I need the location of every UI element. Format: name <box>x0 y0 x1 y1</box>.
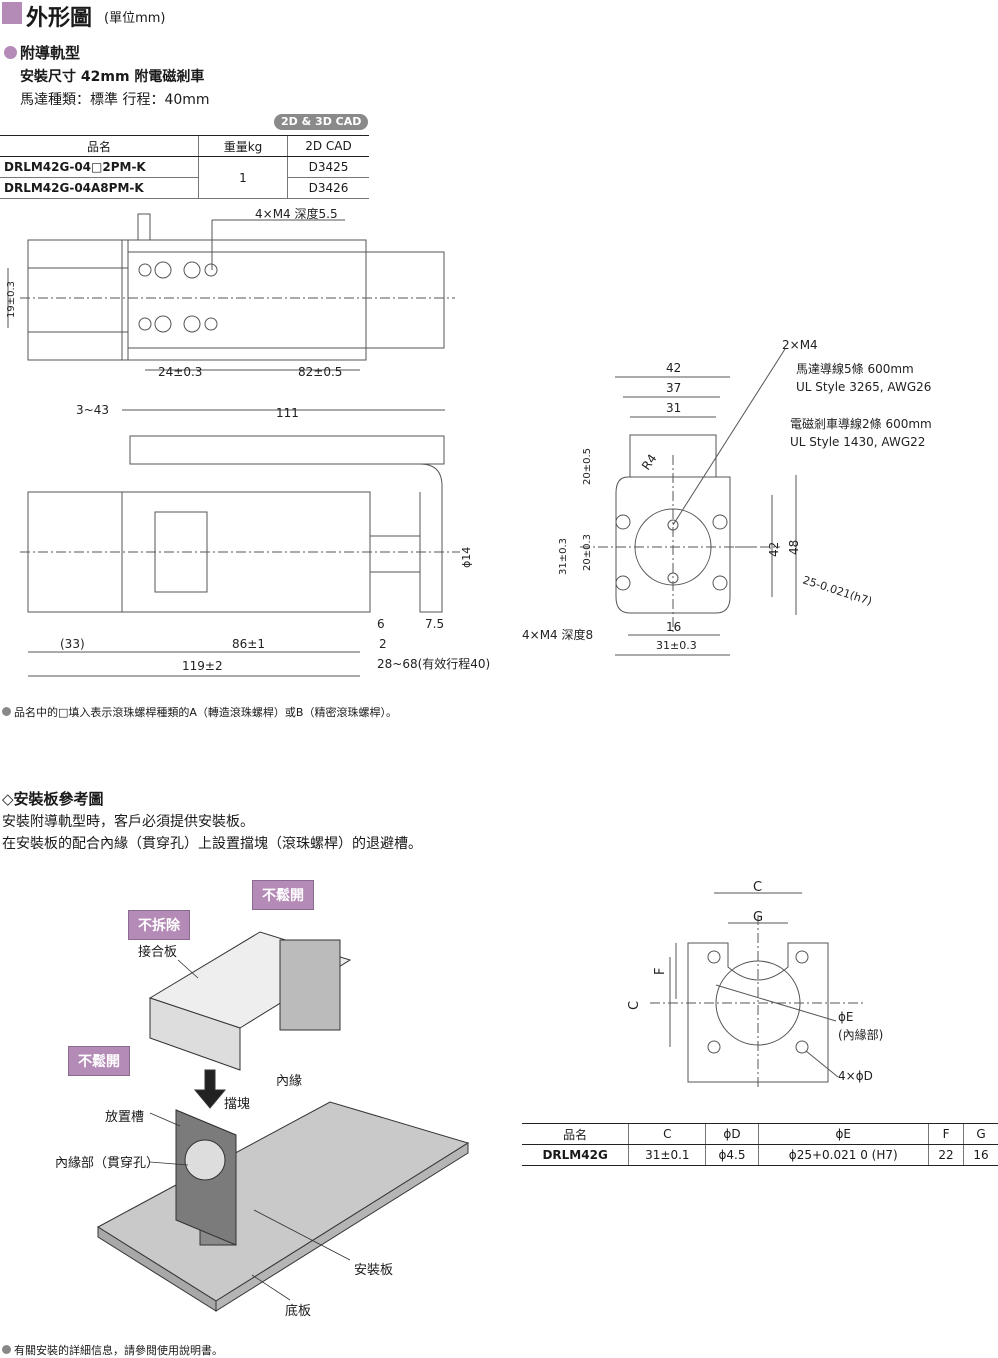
dim-48: 48 <box>787 540 801 555</box>
top-side-view-drawing: 4×M4 深度5.5 19±0.3 24±0.3 82±0.5 3~43 111… <box>6 206 490 677</box>
tag-no-remove: 不拆除 <box>128 910 190 940</box>
cell-G: 16 <box>963 1144 998 1166</box>
dim-C-side: C <box>627 1001 642 1010</box>
wire2-b: UL Style 1430, AWG22 <box>790 435 925 449</box>
label-mount-plate: 安裝板 <box>354 1263 394 1278</box>
label-joint-plate: 接合板 <box>138 945 178 960</box>
dim-shaft: 25-0.021(h7) <box>801 573 874 608</box>
cell-D: ϕ4.5 <box>705 1144 759 1166</box>
cell-F: 22 <box>927 1144 964 1166</box>
cell-E: ϕ25+0.021 0 (H7) <box>757 1144 929 1166</box>
cell-name: DRLM42G-04A8PM-K <box>0 177 199 199</box>
dim-42v: 42 <box>767 542 781 557</box>
section-title: 附導軌型 <box>4 42 80 63</box>
dim-phiE: ϕE <box>838 1010 854 1024</box>
dim-C: C <box>753 880 762 895</box>
dim-16: 16 <box>666 620 681 634</box>
spec-line-2: 馬達種類：標準 行程：40mm <box>20 92 210 108</box>
dim-31: 31 <box>666 401 681 415</box>
dim-24: 24±0.3 <box>158 365 202 379</box>
title-unit: (單位mm) <box>104 11 166 26</box>
dim-6: 6 <box>377 617 385 631</box>
dim-37: 37 <box>666 381 681 395</box>
note-manual: 有關安裝的詳細信息，請參閱使用說明書。 <box>2 1342 223 1358</box>
dim-111: 111 <box>276 406 299 420</box>
wire1-a: 馬達導線5條 600mm <box>796 361 914 376</box>
dim-33: (33) <box>60 637 85 651</box>
label-slot: 放置槽 <box>105 1110 145 1125</box>
wire2-a: 電磁剎車導線2條 600mm <box>790 416 932 431</box>
label-stopper: 擋塊 <box>224 1097 251 1112</box>
dim-31b: 31±0.3 <box>656 639 697 652</box>
label-base-plate: 底板 <box>285 1304 312 1319</box>
dim-2xm4: 2×M4 <box>782 338 818 352</box>
dim-holes: 4×M4 深度5.5 <box>255 206 338 221</box>
tag-no-loosen-left: 不鬆開 <box>68 1046 130 1076</box>
dim-119: 119±2 <box>182 659 223 673</box>
th-F: F <box>927 1123 964 1145</box>
dim-4xphiD: 4×ϕD <box>838 1069 873 1083</box>
bullet-icon <box>4 46 17 59</box>
th-G: G <box>963 1123 998 1145</box>
wire1-b: UL Style 3265, AWG26 <box>796 380 931 394</box>
table-row: DRLM42G-04A8PM-K D3426 <box>0 177 369 199</box>
cell-C: 31±0.1 <box>628 1144 706 1166</box>
dim-86: 86±1 <box>232 637 265 651</box>
spec-line-1: 安裝尺寸 42mm 附電磁剎車 <box>20 69 205 85</box>
th-weight: 重量kg <box>198 135 288 157</box>
tag-no-loosen-top: 不鬆開 <box>252 880 314 910</box>
th-cad: 2D CAD <box>287 135 369 157</box>
cell-weight: 1 <box>198 156 288 199</box>
dim-19: 19±0.3 <box>6 281 17 318</box>
cad-badge[interactable]: 2D & 3D CAD <box>274 114 369 130</box>
section2-title: ◇安裝板參考圖 <box>2 790 104 808</box>
dim-stroke: 28~68(有效行程40) <box>377 656 490 671</box>
note-bullet-icon <box>2 1345 11 1354</box>
section2-line-1: 安裝附導軌型時，客戶必須提供安裝板。 <box>2 814 254 830</box>
dim-2: 2 <box>379 637 387 651</box>
th-name: 品名 <box>0 135 199 157</box>
th-name: 品名 <box>522 1123 629 1145</box>
cell-name: DRLM42G-04□2PM-K <box>0 156 199 178</box>
dim-42: 42 <box>666 361 681 375</box>
label-inner-hole: 內緣部（貫穿孔） <box>55 1156 160 1171</box>
page-title: 外形圖 <box>26 6 93 31</box>
dim-7-5: 7.5 <box>425 617 444 631</box>
dim-20a: 20±0.5 <box>582 448 593 485</box>
dim-31v: 31±0.3 <box>558 538 569 575</box>
dim-20b: 20±0.3 <box>582 534 593 571</box>
dim-r4: R4 <box>639 452 660 473</box>
dim-G: G <box>753 910 763 925</box>
th-C: C <box>628 1123 706 1145</box>
th-E: ϕE <box>757 1123 929 1145</box>
plate-drawing: C G F C ϕE (內緣部) 4×ϕD <box>627 880 883 1090</box>
dim-3-43: 3~43 <box>76 403 109 417</box>
section2-line-2: 在安裝板的配合內緣（貫穿孔）上設置擋塊（滾珠螺桿）的退避槽。 <box>2 836 422 852</box>
mounting-illustration <box>97 931 470 1312</box>
table-row: DRLM42G 31±0.1 ϕ4.5 ϕ25+0.021 0 (H7) 22 … <box>522 1144 998 1166</box>
plate-table: 品名 C ϕD ϕE F G DRLM42G 31±0.1 ϕ4.5 ϕ25+0… <box>522 1123 998 1166</box>
th-D: ϕD <box>705 1123 759 1145</box>
dim-F: F <box>653 968 668 975</box>
dim-82: 82±0.5 <box>298 365 342 379</box>
dim-holes-front: 4×M4 深度8 <box>522 627 593 642</box>
product-table: 品名 重量kg 2D CAD DRLM42G-04□2PM-K 1 D3425 … <box>0 135 369 199</box>
note-bullet-icon <box>2 707 11 716</box>
note-ball-screw: 品名中的□填入表示滾珠螺桿種類的A（轉造滾珠螺桿）或B（精密滾珠螺桿）。 <box>2 704 397 720</box>
table-row: DRLM42G-04□2PM-K 1 D3425 <box>0 156 369 199</box>
label-inner-edge: 內緣 <box>276 1074 303 1089</box>
dim-inner: (內緣部) <box>838 1027 883 1042</box>
title-marker <box>2 2 22 24</box>
cell-cad[interactable]: D3426 <box>287 177 369 199</box>
front-view-drawing: 2×M4 馬達導線5條 600mm UL Style 3265, AWG26 電… <box>522 338 932 656</box>
cell-cad[interactable]: D3425 <box>287 156 369 178</box>
dim-phi14: ϕ14 <box>460 547 473 568</box>
cell-name: DRLM42G <box>522 1144 629 1166</box>
